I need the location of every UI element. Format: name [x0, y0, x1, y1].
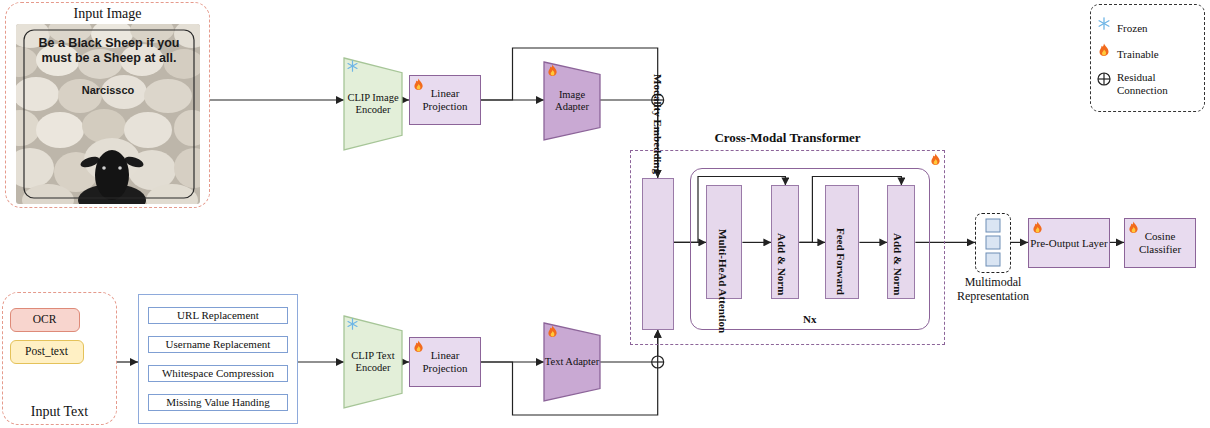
node-label: Post_text: [11, 345, 83, 358]
trainable-icon: [547, 64, 558, 76]
node-label: Linear Projection: [410, 349, 480, 374]
node-label: Username Replacement: [148, 336, 288, 353]
node-label: Input Image: [6, 6, 209, 22]
trainable-icon: [1032, 221, 1043, 233]
embedding-box: Modality Embedding: [642, 178, 674, 330]
connector-arrow: [1011, 242, 1028, 243]
classifier-box: Cosine Classifier: [1124, 218, 1196, 268]
node-label: Feed Forward: [838, 228, 847, 295]
input-pill: OCR: [10, 308, 80, 332]
legend-box: FrozenTrainableResidual Connection: [1090, 4, 1205, 112]
node-label: Pre-Output Layer: [1030, 237, 1107, 250]
representation-cells: [986, 219, 1000, 266]
node-label: CLIP Text Encoder: [344, 350, 402, 374]
feedforward-box: Feed Forward: [825, 185, 859, 299]
connector-arrow: [481, 48, 658, 178]
input-pill: Post_text: [10, 340, 84, 364]
node-label: Whitespace Compression: [148, 365, 288, 382]
trainable-icon: [930, 153, 941, 165]
trainable-icon: [547, 325, 558, 337]
connector-arrow: [915, 242, 975, 243]
connector-arrow: [1110, 242, 1124, 243]
node-label: Add & Norm: [782, 233, 788, 295]
node-label: Text Adapter: [545, 356, 599, 368]
attention-box: Multi-HeAd Attention: [706, 185, 742, 299]
node-label: Linear Projection: [410, 87, 480, 112]
legend-text: Frozen: [1117, 22, 1197, 35]
connector-arrow: [210, 99, 344, 100]
encoder-trapezoid: CLIP Text Encoder: [344, 316, 402, 408]
legend-icons: [1098, 18, 1110, 85]
frozen-icon: [347, 60, 358, 72]
adapter-trapezoid: Image Adapter: [544, 62, 600, 140]
node-label: Input Text: [3, 404, 116, 420]
connector-arrow: [117, 361, 138, 362]
trainable-icon: [1128, 221, 1139, 233]
node-label: Missing Value Handing: [148, 394, 288, 411]
encoder-trapezoid: CLIP Image Encoder: [344, 58, 402, 150]
legend-text: Trainable: [1117, 48, 1197, 61]
connector-arrow: [298, 361, 344, 362]
sheep-photo: [16, 24, 200, 204]
node-label: OCR: [11, 313, 79, 326]
node-label: URL Replacement: [148, 307, 288, 324]
frozen-icon: [347, 318, 358, 330]
transformer-region: Cross-Modal TransformerModality Embeddin…: [630, 150, 945, 345]
connector-arrow: [402, 99, 409, 100]
node-label: Add & Norm: [898, 233, 904, 295]
node-label: Multimodal Representation: [949, 276, 1037, 304]
norm-box: Add & Norm: [771, 185, 799, 299]
node-label: Image Adapter: [544, 89, 600, 113]
trainable-icon: [413, 340, 424, 352]
input-panel: Input Image: [5, 2, 210, 208]
residual-add: [652, 356, 664, 368]
preprocessing-box: URL ReplacementUsername ReplacementWhite…: [138, 294, 298, 424]
node-label: Nx: [754, 313, 866, 326]
node-label: Multi-HeAd Attention: [719, 229, 729, 295]
adapter-trapezoid: Text Adapter: [544, 323, 600, 401]
legend-text: Residual Connection: [1117, 71, 1197, 96]
image-caption-text: Narcissco: [58, 84, 158, 97]
process-box: Pre-Output Layer: [1028, 218, 1110, 268]
process-box: Linear Projection: [409, 337, 481, 387]
connector-arrow: [600, 330, 658, 362]
transformer-block: Nx Multi-HeAd Attention Add & Norm Feed For…: [690, 168, 930, 330]
node-label: CLIP Image Encoder: [344, 92, 402, 116]
connector-arrow: [402, 361, 409, 362]
connector-arrow: [859, 242, 887, 243]
node-label: Cosine Classifier: [1125, 230, 1195, 255]
norm-box: Add & Norm: [887, 185, 915, 299]
image-caption-text: Be a Black Sheep if you must be a Sheep …: [24, 36, 194, 66]
connector-arrow: [600, 100, 658, 178]
process-box: Linear Projection: [409, 75, 481, 125]
node-label: Cross-Modal Transformer: [714, 131, 860, 146]
node-label: Modality Embedding: [651, 74, 664, 174]
input-panel: Input Text OCR Post_text: [2, 292, 117, 425]
trainable-icon: [413, 78, 424, 90]
representation-box: Multimodal Representation: [975, 213, 1011, 273]
connector-arrow: [742, 242, 771, 243]
